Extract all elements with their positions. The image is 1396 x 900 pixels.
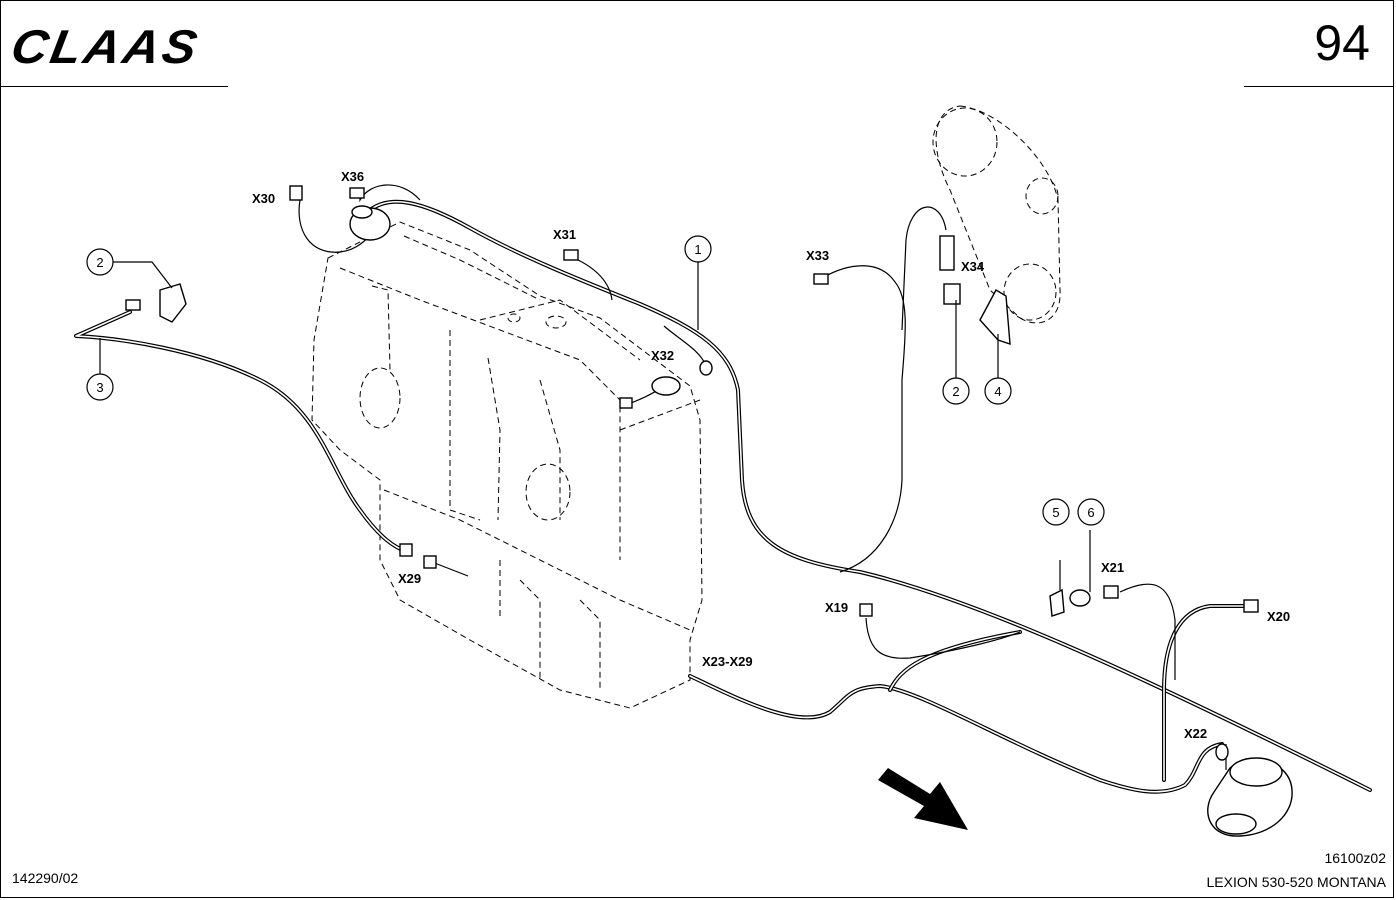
connector-x34-plug: [939, 235, 955, 271]
sensor-left-plug: [125, 299, 141, 311]
connector-x32-plug: [699, 360, 713, 376]
label-x31: X31: [553, 227, 576, 242]
figure-code: 16100z02: [1324, 850, 1386, 866]
clip-5: [1049, 588, 1065, 617]
label-x23-x29: X23-X29: [702, 654, 753, 669]
fuel-level-plug: [619, 397, 633, 409]
label-x36: X36: [341, 169, 364, 184]
label-x19: X19: [825, 600, 848, 615]
direction-arrow: [878, 768, 968, 830]
callout-2-right: 2: [952, 384, 959, 399]
connector-x19-plug: [859, 603, 873, 617]
header-rule-left: [0, 86, 228, 87]
callout-4: 4: [994, 384, 1001, 399]
pressure-switch-6: [1069, 589, 1091, 607]
lower-harness: [688, 530, 1246, 794]
doc-number: 142290/02: [12, 870, 79, 886]
label-x32: X32: [651, 348, 674, 363]
connector-x29-plug-b: [423, 555, 437, 569]
callout-leaders: [99, 261, 999, 378]
label-x20: X20: [1267, 609, 1290, 624]
callout-6: 6: [1087, 505, 1094, 520]
connector-x22-plug: [1215, 743, 1229, 761]
speed-sensor-left: [159, 283, 187, 323]
upper-branches: [298, 184, 947, 573]
connector-x29-plug-a: [399, 543, 413, 557]
label-x22: X22: [1184, 726, 1207, 741]
fuel-level-sender: [651, 376, 681, 396]
callout-3: 3: [96, 380, 103, 395]
label-x29: X29: [398, 571, 421, 586]
callout-1: 1: [694, 242, 701, 257]
header-rule-right: [1244, 86, 1394, 87]
callout-numbers: 1 2 3 2 4 5 6: [96, 242, 1094, 520]
bracket-4: [979, 289, 1011, 345]
page-number: 94: [1314, 15, 1370, 71]
components: [125, 185, 1293, 837]
callout-5: 5: [1052, 505, 1059, 520]
connector-x31-plug: [563, 249, 579, 261]
callout-2-left: 2: [96, 255, 103, 270]
connector-x30-plug: [289, 185, 303, 201]
connector-x20-plug: [1243, 599, 1259, 613]
connector-x33-plug: [813, 273, 829, 285]
connector-x21-plug: [1103, 585, 1119, 599]
connector-x36-plug: [349, 187, 365, 199]
label-x34: X34: [961, 259, 985, 274]
label-x21: X21: [1101, 560, 1124, 575]
left-harness: [74, 310, 469, 577]
label-x33: X33: [806, 248, 829, 263]
fuel-tank-outline: [311, 221, 703, 709]
callout-circles: [86, 235, 1105, 526]
main-harness: [368, 199, 1372, 792]
speed-sensor-right: [943, 283, 961, 305]
connector-labels: X30 X36 X31 X32 X33 X34 X29 X23-X29 X19 …: [252, 169, 1290, 741]
belt-drive-outline: [932, 105, 1061, 324]
model-name: LEXION 530-520 MONTANA: [1206, 874, 1386, 890]
label-x30: X30: [252, 191, 275, 206]
